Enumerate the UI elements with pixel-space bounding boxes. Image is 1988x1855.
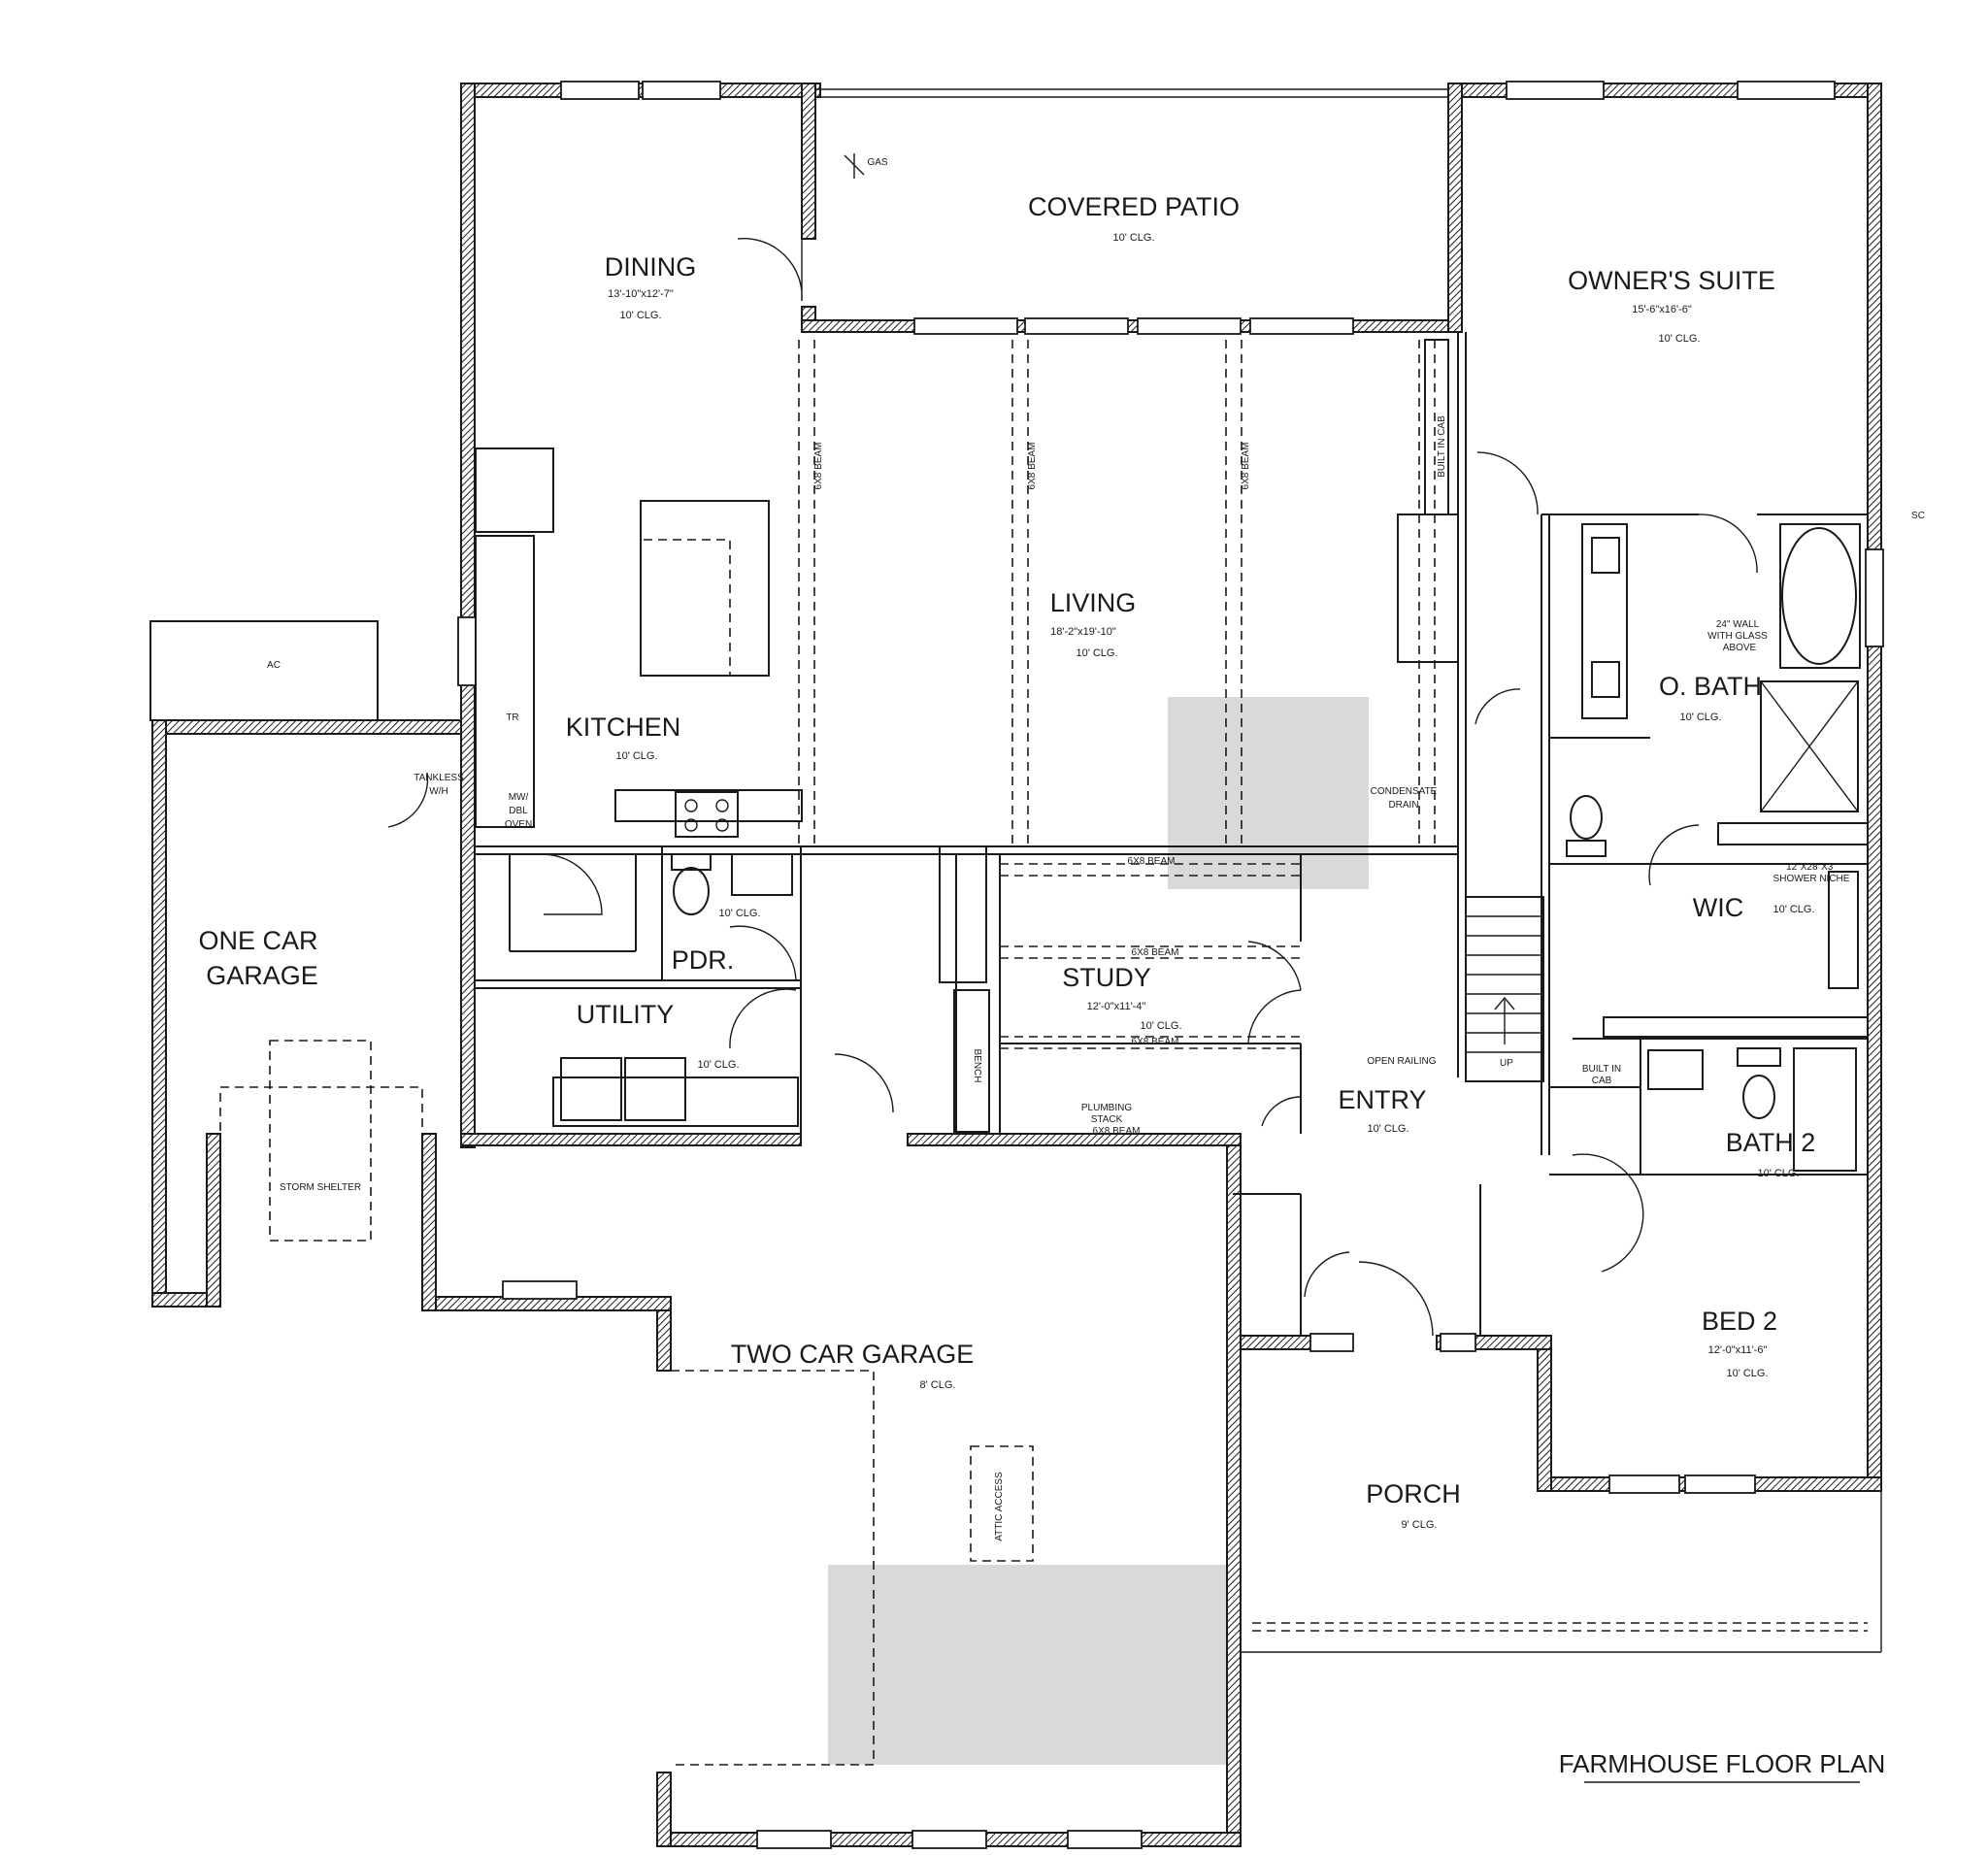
svg-text:WITH GLASS: WITH GLASS (1707, 631, 1768, 642)
label-entry: ENTRY (1338, 1085, 1426, 1114)
svg-text:STACK: STACK (1091, 1114, 1123, 1125)
svg-text:DRAIN: DRAIN (1388, 800, 1418, 811)
svg-text:12'-0"x11'-6": 12'-0"x11'-6" (1708, 1344, 1768, 1356)
svg-text:ATTIC ACCESS: ATTIC ACCESS (994, 1472, 1005, 1541)
svg-text:DBL: DBL (509, 806, 528, 816)
toilet (673, 867, 710, 915)
svg-text:W/H: W/H (429, 786, 447, 797)
svg-text:10' CLG.: 10' CLG. (1112, 232, 1154, 244)
annotations: GAS SC AC TANKLESS W/H MW/ DBL OVEN TR 2… (267, 153, 1925, 1541)
label-kitchen: KITCHEN (566, 712, 681, 742)
svg-text:MW/: MW/ (509, 792, 529, 803)
svg-text:6X8 BEAM: 6X8 BEAM (1132, 947, 1179, 958)
svg-text:18'-2"x19'-10": 18'-2"x19'-10" (1050, 626, 1116, 638)
svg-text:15'-6"x16'-6": 15'-6"x16'-6" (1632, 304, 1692, 315)
kitchen-island (640, 500, 770, 677)
svg-text:ABOVE: ABOVE (1723, 643, 1757, 653)
svg-text:UP: UP (1500, 1058, 1513, 1069)
svg-text:10' CLG.: 10' CLG. (1757, 1168, 1799, 1179)
label-bed-2: BED 2 (1702, 1307, 1777, 1336)
svg-text:6X8 BEAM: 6X8 BEAM (1241, 443, 1251, 490)
label-o-bath: O. BATH (1659, 672, 1762, 701)
svg-text:10' CLG.: 10' CLG. (1773, 904, 1814, 915)
svg-text:SHOWER NICHE: SHOWER NICHE (1773, 874, 1850, 884)
svg-text:OPEN RAILING: OPEN RAILING (1367, 1056, 1436, 1067)
svg-text:6X8 BEAM: 6X8 BEAM (1132, 1037, 1179, 1047)
svg-text:STORM SHELTER: STORM SHELTER (280, 1182, 361, 1193)
svg-text:TR: TR (506, 712, 518, 723)
svg-text:12'-0"x11'-4": 12'-0"x11'-4" (1087, 1001, 1146, 1012)
svg-text:CAB: CAB (1592, 1076, 1612, 1086)
svg-text:OVEN: OVEN (505, 819, 532, 830)
svg-text:SC: SC (1911, 511, 1925, 521)
svg-text:8' CLG.: 8' CLG. (920, 1379, 956, 1391)
door-swings (387, 237, 1758, 1337)
svg-text:13'-10"x12'-7": 13'-10"x12'-7" (608, 288, 674, 300)
ac-unit (149, 620, 379, 721)
bathtub (1781, 527, 1857, 665)
label-one-car-garage-1: ONE CAR (198, 926, 317, 955)
label-one-car-garage-2: GARAGE (206, 961, 318, 990)
toilet (1570, 795, 1603, 840)
svg-text:6X8 BEAM: 6X8 BEAM (813, 443, 824, 490)
stairs (1465, 896, 1544, 1082)
plan-title: FARMHOUSE FLOOR PLAN (1559, 1749, 1886, 1778)
label-pdr: PDR. (672, 945, 735, 975)
svg-text:10' CLG.: 10' CLG. (1076, 647, 1117, 659)
interior-walls (475, 332, 1868, 1336)
svg-text:10' CLG.: 10' CLG. (1140, 1020, 1181, 1032)
fireplace (1397, 513, 1459, 663)
svg-text:24" WALL: 24" WALL (1716, 619, 1760, 630)
label-study: STUDY (1062, 963, 1151, 992)
svg-text:CONDENSATE: CONDENSATE (1371, 786, 1438, 797)
svg-text:12"X28"X3": 12"X28"X3" (1786, 862, 1837, 873)
svg-text:PLUMBING: PLUMBING (1081, 1103, 1132, 1113)
cooktop (675, 791, 739, 838)
svg-text:10' CLG.: 10' CLG. (1679, 712, 1721, 723)
dryer (624, 1057, 686, 1121)
svg-text:10' CLG.: 10' CLG. (697, 1059, 739, 1071)
label-bath-2: BATH 2 (1726, 1128, 1816, 1157)
washer (560, 1057, 622, 1121)
svg-text:10' CLG.: 10' CLG. (615, 750, 657, 762)
shaded-area-living (1168, 697, 1369, 889)
shower (1760, 680, 1859, 812)
svg-text:6X8 BEAM: 6X8 BEAM (1027, 443, 1038, 490)
svg-text:6X8 BEAM: 6X8 BEAM (1093, 1126, 1141, 1137)
shaded-area-garage (828, 1565, 1226, 1765)
svg-text:10' CLG.: 10' CLG. (1726, 1368, 1768, 1379)
svg-text:10' CLG.: 10' CLG. (1367, 1123, 1408, 1135)
svg-text:BUILT IN: BUILT IN (1582, 1064, 1621, 1075)
label-utility: UTILITY (577, 1000, 675, 1029)
svg-text:10' CLG.: 10' CLG. (1658, 333, 1700, 345)
label-living: LIVING (1050, 588, 1137, 617)
svg-text:TANKLESS: TANKLESS (414, 773, 464, 783)
svg-text:6X8 BEAM: 6X8 BEAM (1128, 856, 1176, 867)
label-wic: WIC (1693, 893, 1743, 922)
svg-text:9' CLG.: 9' CLG. (1402, 1519, 1438, 1531)
label-covered-patio: COVERED PATIO (1028, 192, 1240, 221)
label-porch: PORCH (1366, 1479, 1461, 1508)
label-dining: DINING (605, 252, 697, 282)
svg-text:AC: AC (267, 660, 281, 671)
svg-text:GAS: GAS (867, 157, 887, 168)
storm-shelter (269, 1040, 372, 1242)
svg-text:BUILT IN CAB: BUILT IN CAB (1437, 415, 1447, 478)
svg-text:10' CLG.: 10' CLG. (619, 310, 661, 321)
toilet (1742, 1075, 1775, 1119)
label-two-car-garage: TWO CAR GARAGE (731, 1340, 975, 1369)
bench (953, 989, 990, 1133)
label-owners-suite: OWNER'S SUITE (1568, 266, 1775, 295)
svg-text:BENCH: BENCH (972, 1048, 982, 1082)
beams (219, 340, 1882, 1766)
attic-access (970, 1445, 1034, 1562)
svg-text:10' CLG.: 10' CLG. (718, 908, 760, 919)
room-labels: COVERED PATIO 10' CLG. DINING 13'-10"x12… (198, 192, 1815, 1531)
